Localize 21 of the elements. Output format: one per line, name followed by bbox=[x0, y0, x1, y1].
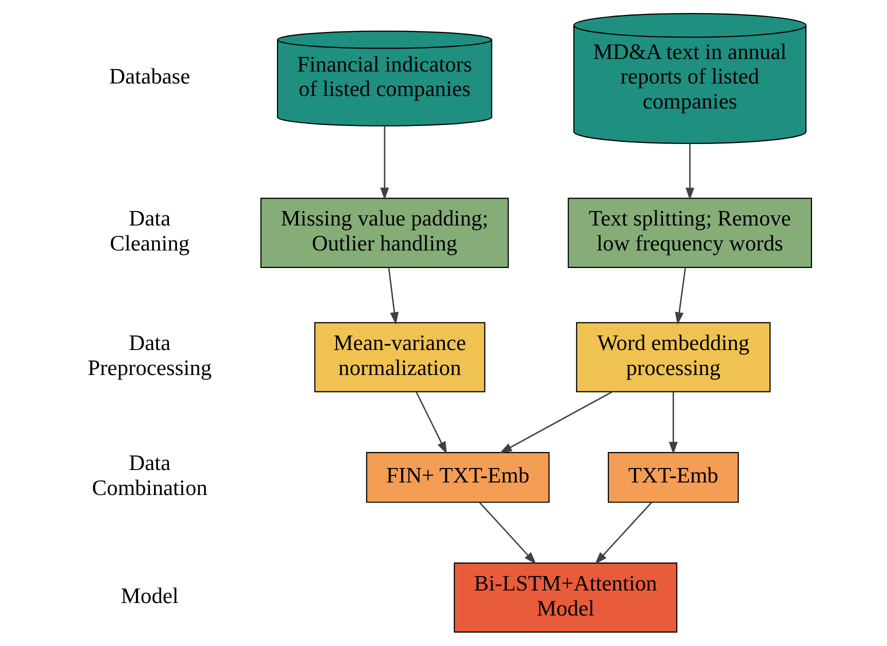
node-box: Text splitting; Remove low frequency words bbox=[567, 198, 812, 268]
label: Database bbox=[108, 64, 190, 89]
arrow bbox=[594, 502, 652, 564]
arrow bbox=[380, 126, 388, 200]
arrow bbox=[668, 392, 678, 454]
node-box: FIN+ TXT-Emb bbox=[366, 452, 550, 503]
node-box: TXT-Emb bbox=[607, 452, 738, 503]
node-box: Bi-LSTM+Attention Model bbox=[453, 562, 677, 633]
label: Data Combination bbox=[92, 450, 207, 500]
label: Data Cleaning bbox=[109, 206, 190, 256]
arrow bbox=[674, 267, 686, 325]
node-box: Word embedding processing bbox=[576, 322, 770, 392]
arrow bbox=[685, 143, 694, 200]
node-box: Missing value padding; Outlier handling bbox=[260, 198, 508, 268]
arrow bbox=[478, 502, 536, 564]
label: Data Preprocessing bbox=[87, 330, 212, 380]
arrow bbox=[415, 392, 447, 454]
label: Model bbox=[120, 582, 178, 608]
node-box: Mean-variance normalization bbox=[314, 322, 485, 392]
arrow bbox=[499, 391, 612, 454]
arrow bbox=[388, 267, 398, 325]
